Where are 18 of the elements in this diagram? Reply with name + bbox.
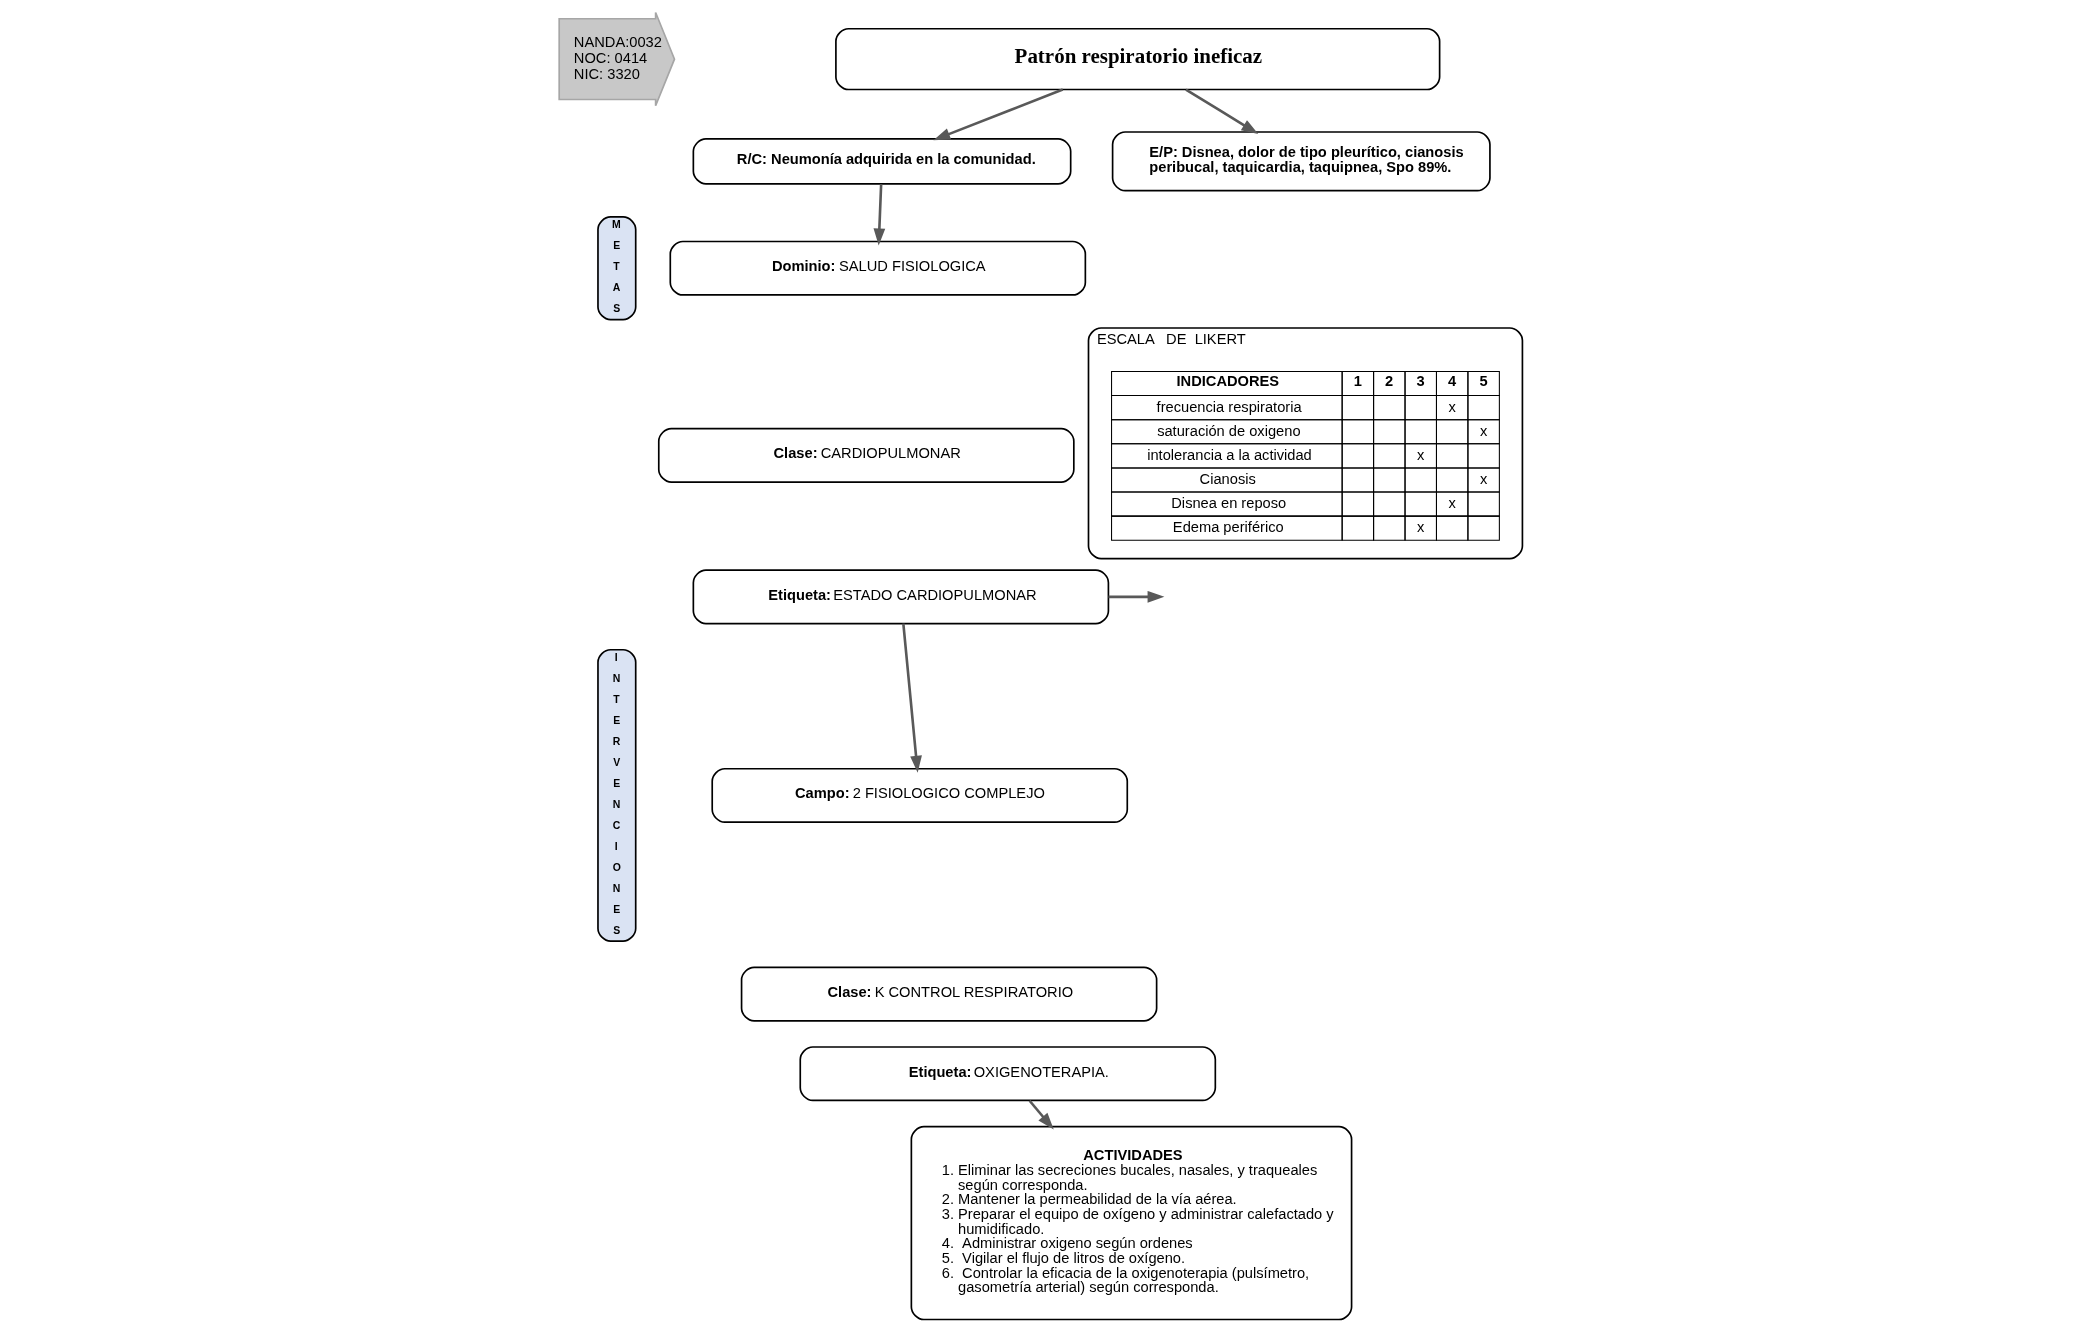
label: Cianosis <box>1199 470 1256 487</box>
label: 1 <box>1353 373 1362 390</box>
label: x <box>1448 398 1456 415</box>
label: frecuencia respiratoria <box>1156 398 1302 415</box>
label: x <box>1416 519 1424 536</box>
label: Edema periférico <box>1172 519 1284 536</box>
label: 4 <box>1447 373 1456 390</box>
label: x <box>1448 494 1456 511</box>
label: saturación de oxigeno <box>1156 422 1301 439</box>
label: 5 <box>1478 373 1488 390</box>
label: x <box>1479 470 1487 487</box>
label: intolerancia a la actividad <box>1146 446 1312 463</box>
label: x <box>1416 446 1424 463</box>
label: 2 <box>1384 373 1393 390</box>
label: INDICADORES <box>1176 373 1279 390</box>
label: 3 <box>1416 373 1425 390</box>
label: Disnea en reposo <box>1170 494 1286 511</box>
label: x <box>1479 422 1487 439</box>
